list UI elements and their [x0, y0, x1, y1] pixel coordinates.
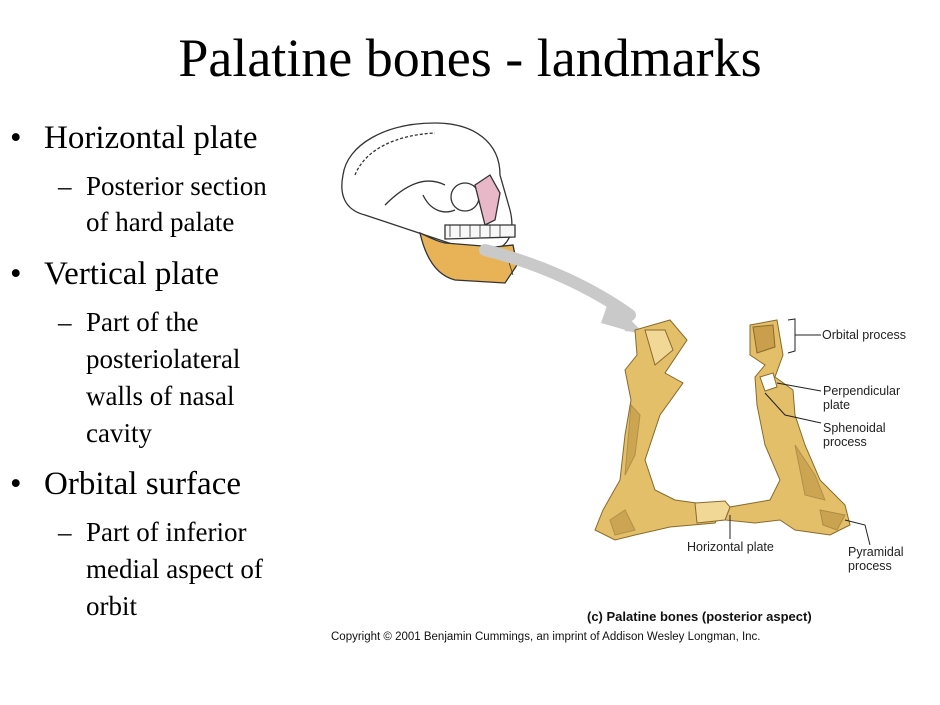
- label-perpendicular-plate: Perpendicular plate: [823, 384, 901, 412]
- bullet-horizontal-plate: •Horizontal plate: [10, 120, 258, 156]
- slide-title: Palatine bones - landmarks: [178, 28, 762, 88]
- figure-caption: (c) Palatine bones (posterior aspect): [587, 609, 812, 624]
- label-sphenoidal-process: Sphenoidal process: [823, 421, 886, 449]
- bullet-dot: •: [10, 120, 22, 156]
- bullet-orbital-surface: •Orbital surface: [10, 466, 241, 502]
- anatomy-illustration: [341, 122, 871, 546]
- pointer-arrow: [479, 244, 643, 335]
- palatine-bones-figure: Orbital process Perpendicular plate Sphe…: [325, 115, 930, 655]
- leader-lines: [729, 318, 871, 546]
- bullet-vertical-plate: •Vertical plate: [10, 256, 219, 292]
- bullet-dot: •: [10, 466, 22, 502]
- sub-bullet-dash: –: [58, 307, 72, 337]
- sub-bullet-dash: –: [58, 171, 72, 201]
- label-orbital-process: Orbital process: [822, 328, 907, 342]
- skull-illustration: [341, 122, 518, 284]
- sub-bullet-dash: –: [58, 517, 72, 547]
- bullet-dot: •: [10, 256, 22, 292]
- label-horizontal-plate: Horizontal plate: [687, 540, 774, 554]
- bullet-list: •Horizontal plate – Posterior section of…: [10, 120, 267, 621]
- copyright-notice: Copyright © 2001 Benjamin Cummings, an i…: [331, 631, 761, 643]
- label-pyramidal-process: Pyramidal process: [848, 545, 904, 573]
- palatine-bones-illustration: [594, 319, 851, 541]
